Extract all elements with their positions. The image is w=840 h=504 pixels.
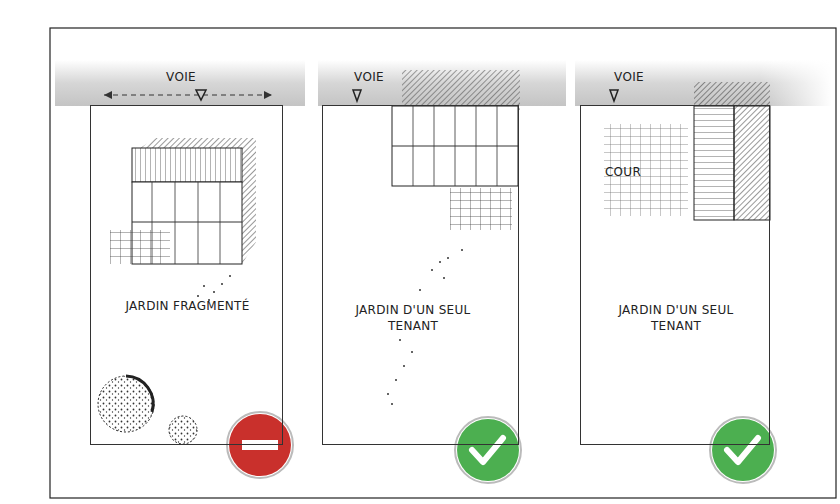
parcel-plan: VOIEJARDIN FRAGMENTÉ [90,105,283,445]
parcel-plan: VOIECOURJARDIN D'UN SEUL TENANT [580,105,770,445]
parcel-plan: VOIEJARDIN D'UN SEUL TENANT [322,105,519,445]
garden-label: JARDIN D'UN SEUL TENANT [601,302,751,334]
garden-label: JARDIN FRAGMENTÉ [105,298,270,314]
road-label: VOIE [131,69,231,85]
road-label: VOIE [329,69,409,85]
garden-label: COUR [595,164,651,180]
garden-label: JARDIN D'UN SEUL TENANT [333,302,493,334]
road-label: VOIE [589,69,669,85]
